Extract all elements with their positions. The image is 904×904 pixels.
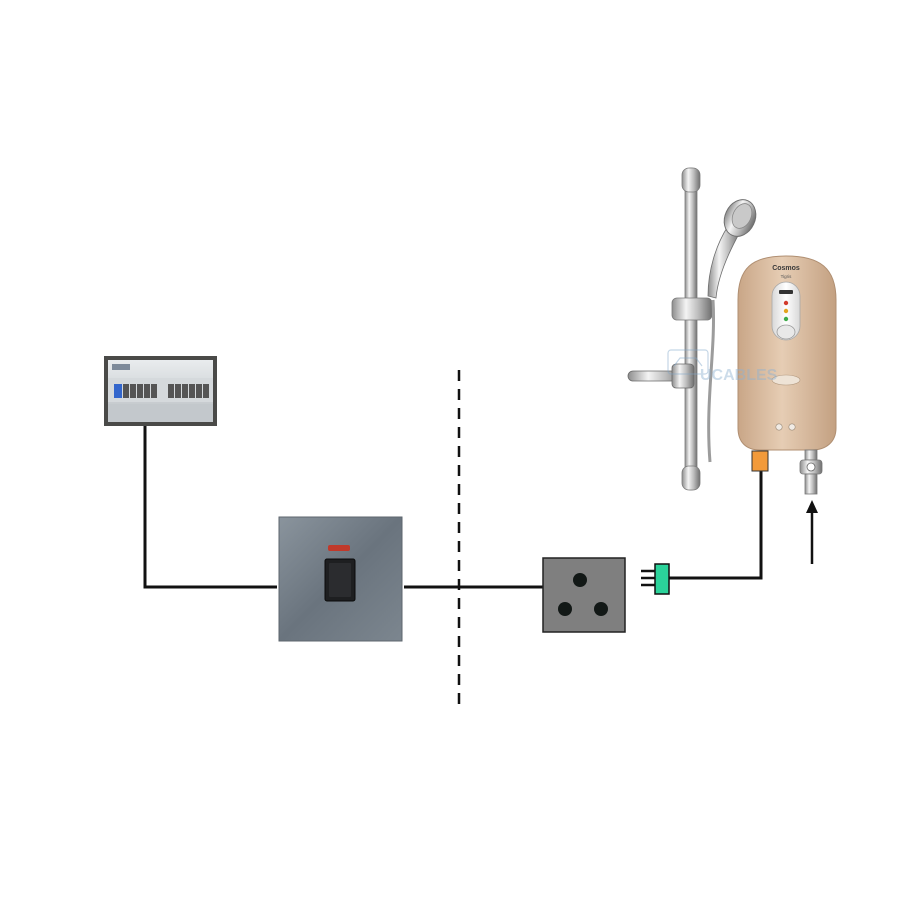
distribution-board <box>104 356 217 426</box>
heater-indicator-amber <box>783 308 789 314</box>
heater-terminal-box <box>751 450 769 472</box>
shower-rail <box>671 167 713 491</box>
soap-dish-holder <box>627 363 695 389</box>
wall-socket <box>542 557 626 633</box>
heater-indicator-green <box>783 316 789 322</box>
inlet-valve-knob <box>806 462 816 472</box>
heater-button-right <box>788 423 796 431</box>
water-inlet-arrow-head <box>806 500 818 513</box>
neon-indicator <box>328 545 350 551</box>
watermark-text: UCABLES <box>700 367 778 384</box>
wire-board-to-switch <box>143 400 277 589</box>
heater-button-left <box>775 423 783 431</box>
isolator-switch <box>278 516 403 642</box>
wire-plug-to-heater <box>669 471 763 580</box>
three-pin-plug <box>641 563 670 595</box>
shower-hose <box>707 299 715 463</box>
heater-indicator-red <box>783 300 789 306</box>
heater-temperature-knob <box>776 324 796 340</box>
watermark-logo: UCABLES <box>667 349 778 384</box>
heater-model-label: Tigris <box>781 274 793 279</box>
water-inlet <box>799 449 823 564</box>
water-heater: Cosmos Tigris <box>737 255 837 451</box>
socket-pin-hole-live <box>558 602 572 616</box>
breaker-row <box>114 384 209 398</box>
heater-brand-label: Cosmos <box>772 265 800 272</box>
wiring <box>143 400 763 589</box>
socket-pin-hole-earth <box>573 573 587 587</box>
plug-body <box>654 563 670 595</box>
socket-pin-hole-neutral <box>594 602 608 616</box>
shower-handset <box>707 199 757 299</box>
